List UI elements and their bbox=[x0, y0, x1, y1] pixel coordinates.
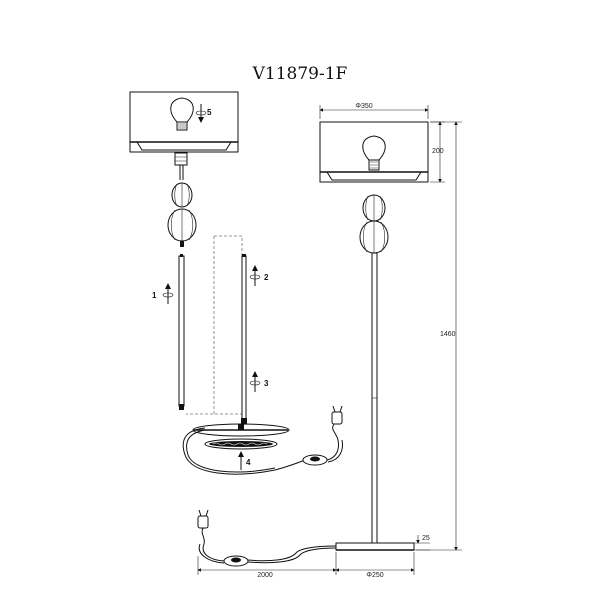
lamp-pole bbox=[371, 252, 378, 544]
rotate-icon-step-3: 3 bbox=[249, 371, 269, 392]
power-cord-assembled bbox=[197, 509, 337, 567]
step-1-label: 1 bbox=[152, 291, 157, 300]
lower-ball-assembled bbox=[359, 220, 389, 254]
dim-cord-length: 2000 bbox=[197, 552, 337, 579]
rotate-icon-step-1: 1 bbox=[152, 283, 174, 304]
dim-shade-diameter: Φ350 bbox=[319, 103, 429, 119]
rotate-icon-step-2: 2 bbox=[249, 265, 269, 286]
assembly-guide bbox=[186, 235, 243, 415]
dim-base-height: 25 bbox=[414, 535, 430, 551]
lamp-base bbox=[335, 542, 415, 551]
power-cord-exploded bbox=[182, 405, 343, 475]
upper-ball-assembled bbox=[362, 194, 386, 222]
dim-shade-height: 200 bbox=[430, 121, 445, 183]
base-diameter-value: Φ250 bbox=[366, 572, 383, 579]
step-5-label: 5 bbox=[207, 108, 212, 117]
foot-switch-icon bbox=[302, 454, 328, 466]
bulb-icon-assembled bbox=[362, 135, 386, 171]
cord-length-value: 2000 bbox=[257, 572, 273, 579]
foot-switch-icon-2 bbox=[223, 555, 249, 567]
dim-base-diameter: Φ250 bbox=[335, 552, 415, 579]
lower-ball bbox=[167, 208, 197, 242]
upper-ball bbox=[171, 182, 193, 208]
model-title: V11879-1F bbox=[252, 64, 348, 84]
plug-icon bbox=[331, 405, 343, 425]
dim-total-height: 1460 bbox=[416, 121, 462, 551]
shade-diameter-value: Φ350 bbox=[355, 103, 372, 110]
base-height-value: 25 bbox=[422, 535, 430, 542]
step-4-label: 4 bbox=[246, 458, 251, 467]
plug-icon-2 bbox=[197, 509, 209, 529]
pole-part-2 bbox=[241, 254, 247, 424]
shade-exploded bbox=[129, 91, 239, 153]
assembled-lamp: Φ350 200 1460 25 2000 Φ25 bbox=[197, 103, 462, 579]
pole-part-1 bbox=[178, 254, 185, 410]
bulb-icon bbox=[170, 97, 194, 131]
lamp-shade bbox=[319, 121, 429, 183]
exploded-view: 5 1 bbox=[129, 91, 343, 475]
total-height-value: 1460 bbox=[440, 331, 456, 338]
step-3-label: 3 bbox=[264, 379, 269, 388]
base-plate-exploded bbox=[192, 423, 290, 437]
weight-plate bbox=[204, 438, 278, 450]
socket bbox=[174, 152, 188, 166]
step-4-arrow: 4 bbox=[238, 451, 251, 470]
rotate-icon-step-5: 5 bbox=[195, 104, 212, 123]
step-2-label: 2 bbox=[264, 273, 269, 282]
shade-height-value: 200 bbox=[432, 148, 444, 155]
